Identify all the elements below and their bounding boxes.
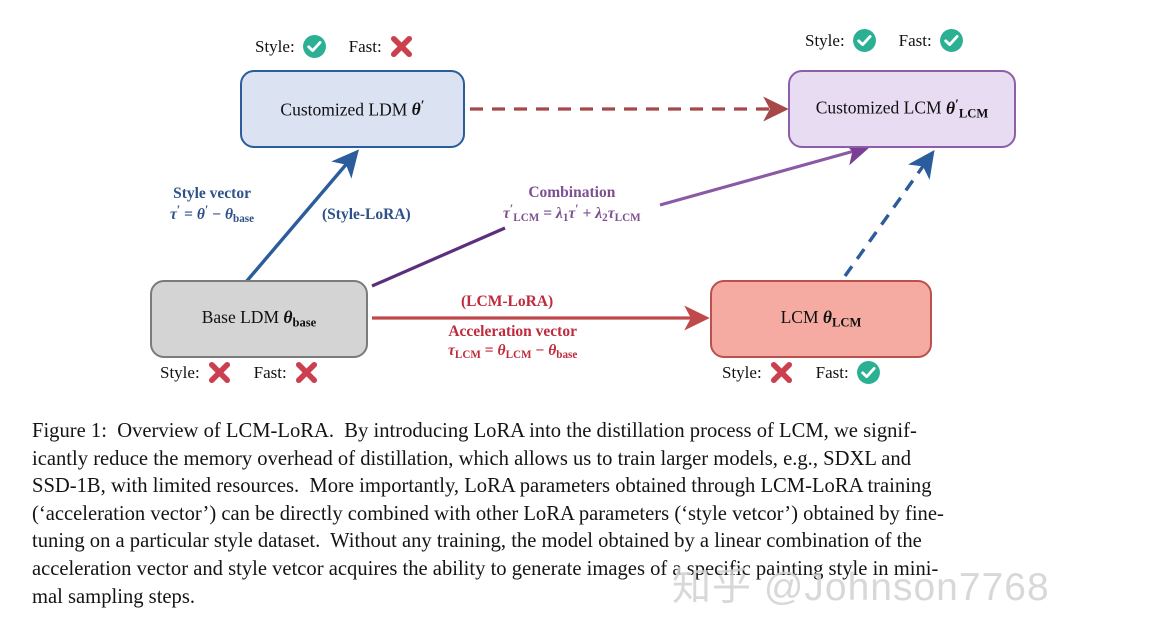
red-cross-icon — [294, 360, 319, 385]
caption-line: SSD-1B, with limited resources. More imp… — [32, 475, 932, 498]
lcm-lora-overview-diagram: Customized LDM θ′ Customized LCM θ′LCM B… — [150, 28, 1016, 385]
label-acceleration-title: Acceleration vector — [448, 323, 577, 340]
status-style-label: Style: — [255, 36, 295, 56]
node-customized-ldm[interactable]: Customized LDM θ′ — [240, 70, 465, 148]
node-base-ldm-label: Base LDM θbase — [201, 307, 317, 330]
label-style-vector-title: Style vector — [173, 185, 251, 202]
status-style-pair: Style: — [805, 28, 877, 53]
arrow-combination — [371, 226, 506, 288]
check-circle-icon — [852, 28, 877, 53]
label-acceleration-vector: Acceleration vector τLCM = θLCM − θbase — [448, 322, 577, 363]
node-customized-lcm-label: Customized LCM θ′LCM — [815, 96, 989, 121]
status-fast-label: Fast: — [253, 362, 287, 382]
status-style-label: Style: — [160, 362, 200, 382]
check-circle-icon — [856, 360, 881, 385]
caption-line: acceleration vector and style vetcor acq… — [32, 557, 939, 580]
status-style-label: Style: — [722, 362, 762, 382]
status-style-pair: Style: — [722, 360, 794, 385]
status-fast-pair: Fast: — [349, 34, 414, 59]
label-acceleration-formula: τLCM = θLCM − θbase — [448, 342, 578, 362]
label-combination: Combination τ′LCM = λ1τ′ + λ2τLCM — [503, 183, 641, 226]
status-customized-ldm: Style: Fast: — [255, 34, 414, 59]
red-cross-icon — [769, 360, 794, 385]
status-customized-lcm: Style: Fast: — [805, 28, 964, 53]
status-fast-pair: Fast: — [816, 360, 881, 385]
caption-line: (‘acceleration vector’) can be directly … — [32, 502, 944, 525]
status-style-pair: Style: — [255, 34, 327, 59]
node-customized-lcm[interactable]: Customized LCM θ′LCM — [788, 70, 1016, 148]
arrow-lcm-to-customlcm-dashed — [843, 150, 935, 277]
diagram-connectors — [244, 96, 935, 331]
node-customized-ldm-label: Customized LDM θ′ — [280, 97, 425, 120]
red-cross-icon — [207, 360, 232, 385]
caption-line: mal sampling steps. — [32, 585, 196, 608]
label-lcm-lora: (LCM-LoRA) — [461, 293, 554, 310]
label-style-lora: (Style-LoRA) — [322, 206, 411, 223]
caption-line: icantly reduce the memory overhead of di… — [32, 447, 912, 470]
check-circle-icon — [302, 34, 327, 59]
node-base-ldm[interactable]: Base LDM θbase — [150, 280, 368, 358]
caption-line: Figure 1: Overview of LCM-LoRA. By intro… — [32, 420, 917, 442]
status-style-pair: Style: — [160, 360, 232, 385]
status-lcm: Style: Fast: — [722, 360, 881, 385]
status-fast-label: Fast: — [815, 362, 849, 382]
label-style-vector-formula: τ′ = θ′ − θbase — [170, 203, 255, 226]
status-base-ldm: Style: Fast: — [160, 360, 319, 385]
figure-caption: Figure 1: Overview of LCM-LoRA. By intro… — [32, 418, 1122, 611]
status-fast-pair: Fast: — [254, 360, 319, 385]
node-lcm[interactable]: LCM θLCM — [710, 280, 932, 358]
arrow-combination-upper — [659, 141, 871, 207]
status-fast-label: Fast: — [898, 30, 932, 50]
label-style-vector: Style vector τ′ = θ′ − θbase — [170, 184, 254, 227]
caption-line: tuning on a particular style dataset. Wi… — [32, 530, 922, 553]
arrow-style-lora — [244, 149, 359, 284]
status-fast-label: Fast: — [348, 36, 382, 56]
status-fast-pair: Fast: — [899, 28, 964, 53]
status-style-label: Style: — [805, 30, 845, 50]
check-circle-icon — [939, 28, 964, 53]
node-lcm-label: LCM θLCM — [780, 307, 862, 330]
red-cross-icon — [389, 34, 414, 59]
label-combination-title: Combination — [528, 184, 616, 201]
label-combination-formula: τ′LCM = λ1τ′ + λ2τLCM — [503, 202, 641, 225]
